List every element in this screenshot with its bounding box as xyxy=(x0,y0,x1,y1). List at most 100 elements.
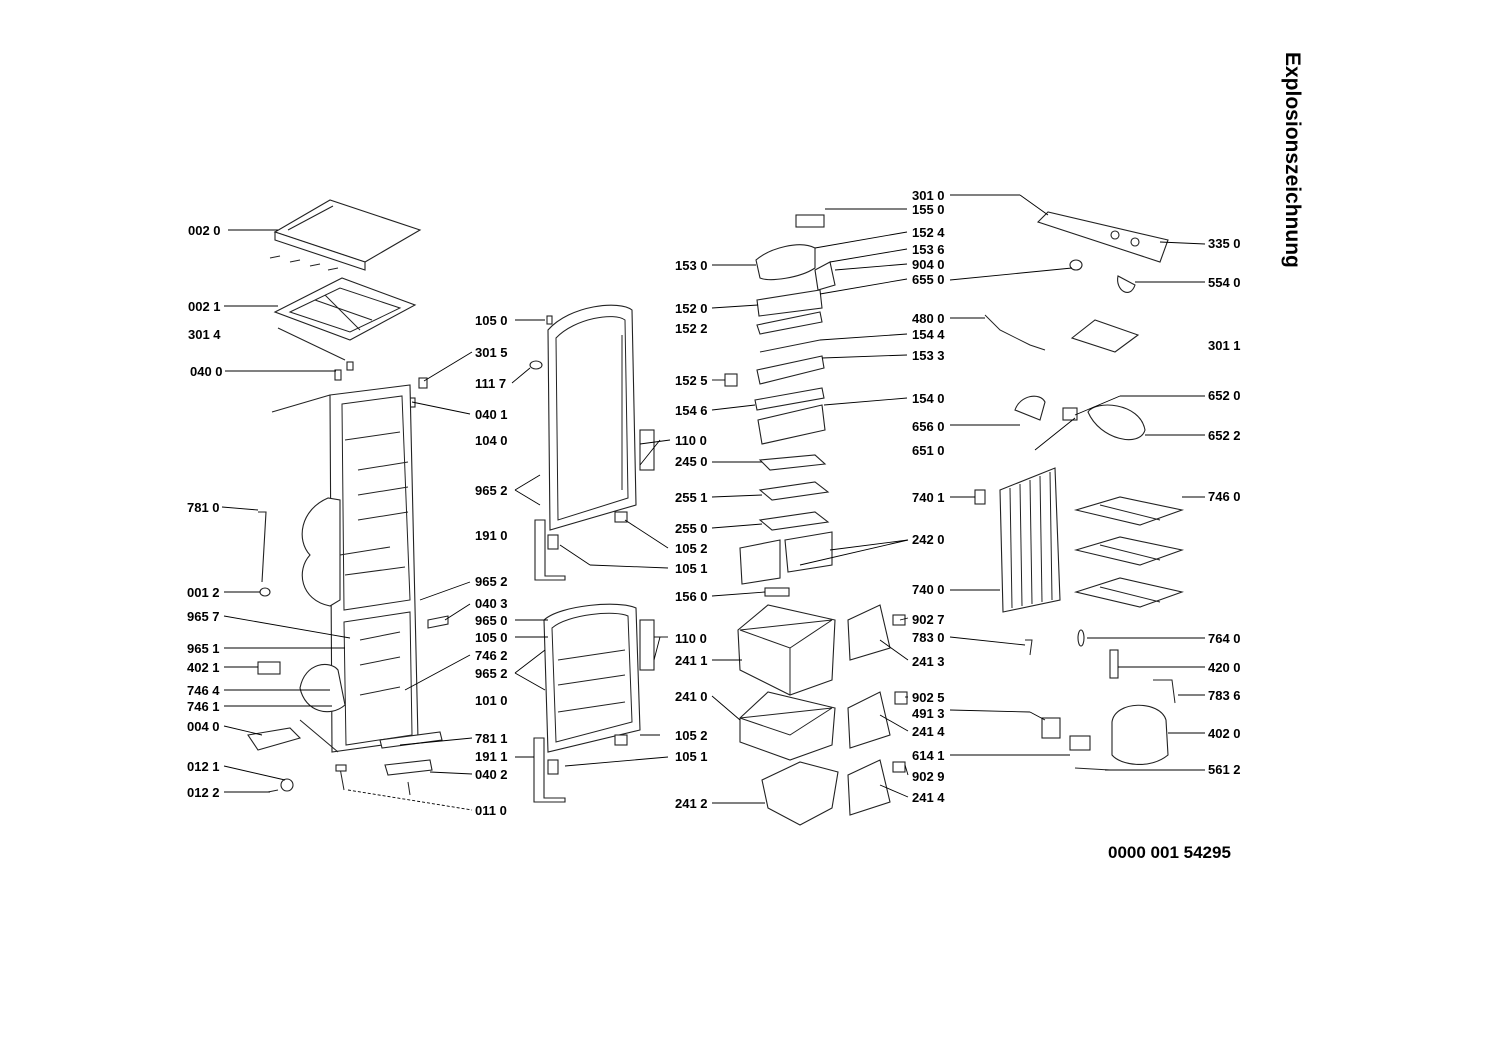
callout-label: 781 0 xyxy=(187,500,220,515)
callout-label: 241 2 xyxy=(675,796,708,811)
callout-label: 301 0 xyxy=(912,188,945,203)
callout-label: 301 5 xyxy=(475,345,508,360)
callout-label: 105 2 xyxy=(675,728,708,743)
callout-label: 104 0 xyxy=(475,433,508,448)
cap-001-2-part xyxy=(259,587,271,597)
top-cover-part xyxy=(273,199,422,271)
callout-label: 965 1 xyxy=(187,641,220,656)
callout-label: 110 0 xyxy=(675,433,707,448)
small-clip-part xyxy=(346,361,354,371)
callout-label: 154 6 xyxy=(675,403,708,418)
callout-label: 965 2 xyxy=(475,483,508,498)
callout-label: 740 0 xyxy=(912,582,945,597)
callout-label: 152 4 xyxy=(912,225,945,240)
callout-label: 040 1 xyxy=(475,407,508,422)
callout-label: 255 0 xyxy=(675,521,708,536)
callout-label: 746 2 xyxy=(475,648,508,663)
callout-label: 101 0 xyxy=(475,693,508,708)
callout-label: 191 1 xyxy=(475,749,508,764)
document-number: 0000 001 54295 xyxy=(1108,843,1231,862)
callout-label: 655 0 xyxy=(912,272,945,287)
cabinet-body xyxy=(271,384,419,753)
callout-label: 301 4 xyxy=(188,327,221,342)
callout-label: 155 0 xyxy=(912,202,945,217)
callout-label: 153 6 xyxy=(912,242,945,257)
callout-label: 614 1 xyxy=(912,748,945,763)
callout-label: 420 0 xyxy=(1208,660,1241,675)
control-and-cooling-parts xyxy=(892,211,1185,773)
callout-label: 301 1 xyxy=(1208,338,1241,353)
callout-label: 335 0 xyxy=(1208,236,1241,251)
handle-part xyxy=(258,511,267,583)
callout-label: 012 1 xyxy=(187,759,220,774)
callout-label: 111 7 xyxy=(475,376,506,391)
callout-label: 904 0 xyxy=(912,257,945,272)
callout-label: 746 0 xyxy=(1208,489,1241,504)
callout-label: 480 0 xyxy=(912,311,945,326)
leader-lines xyxy=(221,194,1206,804)
callout-label: 011 0 xyxy=(475,803,507,818)
callout-label: 740 1 xyxy=(912,490,945,505)
callout-label: 491 3 xyxy=(912,706,945,721)
hinge-004-part xyxy=(247,727,302,751)
callout-label: 040 2 xyxy=(475,767,508,782)
callout-label: 781 1 xyxy=(475,731,508,746)
callout-label: 764 0 xyxy=(1208,631,1241,646)
callout-label: 105 0 xyxy=(475,313,508,328)
callout-label: 152 0 xyxy=(675,301,708,316)
callout-label: 105 2 xyxy=(675,541,708,556)
callout-label: 783 6 xyxy=(1208,688,1241,703)
callout-label: 651 0 xyxy=(912,443,945,458)
foot-012-1-part xyxy=(280,778,294,792)
callout-label: 110 0 xyxy=(675,631,707,646)
callout-label: 241 0 xyxy=(675,689,708,704)
callout-label: 561 2 xyxy=(1208,762,1241,777)
callout-label: 154 0 xyxy=(912,391,945,406)
pad-301-5-part xyxy=(418,377,428,389)
callout-label: 012 2 xyxy=(187,785,220,800)
top-frame-part xyxy=(273,277,417,341)
screws-row xyxy=(269,255,339,271)
callout-label: 241 3 xyxy=(912,654,945,669)
callout-label: 152 2 xyxy=(675,321,708,336)
freezer-door xyxy=(533,603,655,803)
callout-label: 965 0 xyxy=(475,613,508,628)
callout-label: 902 7 xyxy=(912,612,945,627)
callout-label: 153 0 xyxy=(675,258,708,273)
callout-label: 241 4 xyxy=(912,724,945,739)
callout-label: 554 0 xyxy=(1208,275,1241,290)
part-illustrations xyxy=(247,199,1185,826)
callout-label: 040 0 xyxy=(190,364,223,379)
callout-label: 783 0 xyxy=(912,630,945,645)
callout-label: 902 5 xyxy=(912,690,945,705)
callout-label: 402 0 xyxy=(1208,726,1241,741)
callout-label: 242 0 xyxy=(912,532,945,547)
hinge-040-2-part xyxy=(384,759,433,776)
callout-label: 191 0 xyxy=(475,528,508,543)
callout-label: 040 3 xyxy=(475,596,508,611)
callout-label: 156 0 xyxy=(675,589,708,604)
callout-label: 652 2 xyxy=(1208,428,1241,443)
callout-label: 154 4 xyxy=(912,327,945,342)
callout-label: 965 2 xyxy=(475,574,508,589)
callout-label: 002 0 xyxy=(188,223,221,238)
callout-label: 105 1 xyxy=(675,749,708,764)
callout-label: 001 2 xyxy=(187,585,220,600)
callout-label: 245 0 xyxy=(675,454,708,469)
callout-label: 004 0 xyxy=(187,719,220,734)
callout-label: 746 1 xyxy=(187,699,220,714)
clip-040-part xyxy=(334,369,342,381)
callout-label: 002 1 xyxy=(188,299,221,314)
callout-label: 105 0 xyxy=(475,630,508,645)
callout-label: 656 0 xyxy=(912,419,945,434)
fridge-door xyxy=(529,304,655,581)
callout-label: 255 1 xyxy=(675,490,708,505)
callout-label: 153 3 xyxy=(912,348,945,363)
freezer-drawers xyxy=(737,604,891,826)
door-shelves xyxy=(724,214,836,597)
callout-label: 241 4 xyxy=(912,790,945,805)
box-402-1-part xyxy=(257,661,281,675)
